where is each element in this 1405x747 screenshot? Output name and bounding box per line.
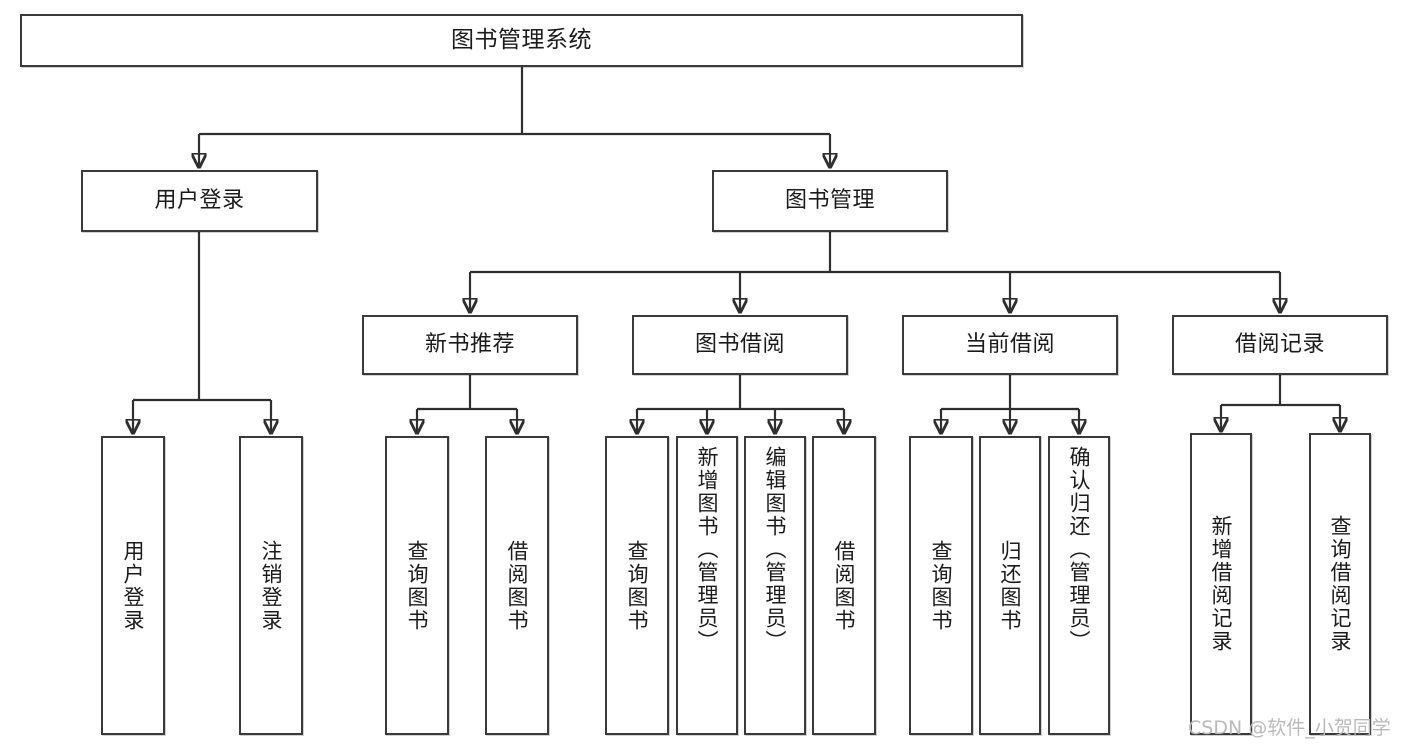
- node-label: 查询图书: [929, 539, 954, 632]
- node-label: 新增图书（管理员）: [695, 446, 720, 653]
- leaf-new-book-query[interactable]: 查询图书: [385, 436, 449, 735]
- leaf-borrow-add-book-admin[interactable]: 新增图书（管理员）: [676, 436, 738, 735]
- node-label: 借阅图书: [505, 539, 530, 632]
- node-label: 图书管理: [784, 188, 875, 214]
- node-label: 用户登录: [121, 539, 146, 632]
- leaf-user-login-login[interactable]: 用户登录: [101, 436, 165, 735]
- watermark-text: CSDN @软件_小贺同学: [1188, 717, 1391, 739]
- node-label: 查询借阅记录: [1328, 515, 1353, 653]
- node-label: 借阅图书: [832, 539, 857, 632]
- node-new-book-recommend[interactable]: 新书推荐: [362, 315, 578, 375]
- node-label: 图书管理系统: [451, 27, 592, 54]
- leaf-record-add-record[interactable]: 新增借阅记录: [1190, 433, 1252, 735]
- node-label: 注销登录: [259, 539, 284, 632]
- node-label: 新书推荐: [424, 332, 515, 358]
- node-label: 图书借阅: [694, 332, 785, 358]
- leaf-user-login-logout[interactable]: 注销登录: [239, 436, 303, 735]
- node-label: 用户登录: [154, 188, 245, 214]
- leaf-current-return-book[interactable]: 归还图书: [979, 436, 1041, 735]
- leaf-borrow-edit-book-admin[interactable]: 编辑图书（管理员）: [744, 436, 806, 735]
- node-label: 查询图书: [405, 539, 430, 632]
- node-label: 编辑图书（管理员）: [763, 446, 788, 653]
- node-borrow-record[interactable]: 借阅记录: [1172, 315, 1388, 375]
- node-book-borrow[interactable]: 图书借阅: [632, 315, 848, 375]
- node-label: 归还图书: [998, 539, 1023, 632]
- node-label: 确认归还（管理员）: [1067, 446, 1092, 653]
- leaf-record-query-record[interactable]: 查询借阅记录: [1309, 433, 1371, 735]
- node-label: 查询图书: [625, 539, 650, 632]
- node-label: 新增借阅记录: [1209, 515, 1234, 653]
- node-label: 当前借阅: [964, 332, 1055, 358]
- node-label: 借阅记录: [1234, 332, 1325, 358]
- node-root-book-management-system[interactable]: 图书管理系统: [20, 14, 1023, 67]
- leaf-current-confirm-return-admin[interactable]: 确认归还（管理员）: [1048, 436, 1110, 735]
- leaf-current-query-book[interactable]: 查询图书: [909, 436, 973, 735]
- node-user-login[interactable]: 用户登录: [81, 170, 318, 232]
- leaf-new-book-borrow[interactable]: 借阅图书: [485, 436, 549, 735]
- node-current-borrow[interactable]: 当前借阅: [902, 315, 1118, 375]
- node-book-management[interactable]: 图书管理: [712, 170, 948, 232]
- leaf-borrow-query-book[interactable]: 查询图书: [605, 436, 669, 735]
- leaf-borrow-borrow-book[interactable]: 借阅图书: [812, 436, 876, 735]
